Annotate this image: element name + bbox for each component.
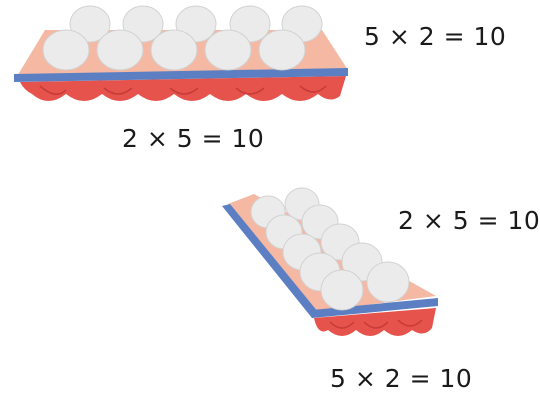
equation-tray1-side: 5 × 2 = 10 [364, 22, 507, 51]
egg [366, 261, 410, 303]
egg-cartons-illustration [14, 5, 438, 336]
equation-tray2-front: 5 × 2 = 10 [330, 364, 473, 393]
carton-side-rim [222, 204, 318, 318]
carton-rim [312, 298, 438, 318]
carton-bottom [314, 308, 436, 336]
egg [96, 29, 144, 71]
carton-bottom-ridges [39, 85, 327, 95]
equation-tray1-front: 2 × 5 = 10 [122, 124, 265, 153]
egg [42, 29, 90, 71]
egg-grid [250, 187, 410, 311]
egg [258, 29, 306, 71]
carton-bottom-ridges [329, 319, 423, 329]
egg [69, 5, 111, 43]
carton-bottom [20, 76, 346, 101]
equation-tray2-side: 2 × 5 = 10 [398, 206, 540, 235]
carton-rim [14, 68, 348, 82]
egg [204, 29, 252, 71]
egg [150, 29, 198, 71]
egg-carton-rotated [222, 187, 438, 336]
egg-row-front [42, 29, 306, 71]
egg [320, 269, 364, 311]
egg-carton-horizontal [14, 5, 348, 101]
